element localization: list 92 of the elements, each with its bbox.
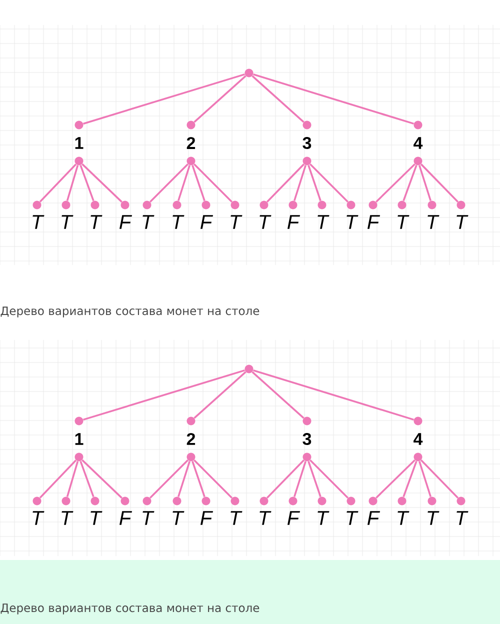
outcome-letter: T (142, 511, 154, 525)
outcome-letter: T (260, 215, 272, 229)
outcome-letter: F (200, 511, 214, 525)
tree-branch (252, 73, 414, 125)
outcome-letter: T (318, 511, 330, 525)
outcome-letter: T (230, 511, 242, 525)
option-number: 4 (414, 433, 423, 445)
outcome-letter: T (428, 511, 440, 525)
outcome-letter: T (230, 215, 242, 229)
tree-branch (402, 460, 418, 498)
tree-branch (150, 164, 188, 202)
outcome-letter: F (120, 215, 132, 229)
tree-branch (252, 371, 304, 419)
tree-dot (244, 68, 254, 78)
tree-branch (310, 164, 348, 202)
outcome-letter: F (200, 215, 214, 229)
option-number: 4 (414, 137, 423, 149)
tree-branch (293, 164, 306, 202)
outcome-letter: F (288, 511, 300, 525)
tree-dot (414, 416, 422, 426)
outcome-letter: T (346, 215, 358, 229)
outcome-letter: T (398, 511, 410, 525)
tree-branch (376, 459, 416, 499)
option-number: 2 (186, 433, 196, 445)
tree-branch (310, 460, 348, 498)
tree-dot (74, 416, 84, 426)
tree-branch (80, 460, 94, 498)
option-number: 3 (302, 136, 312, 150)
outcome-letter: T (90, 511, 102, 525)
caption: Дерево вариантов состава монет на столе (0, 604, 260, 614)
tree-branch (293, 460, 306, 498)
outcome-letter: F (120, 511, 132, 525)
tree-branch (252, 75, 304, 123)
tree-branch (177, 460, 190, 498)
outcome-letter: T (62, 215, 74, 229)
tree-branch (194, 371, 246, 419)
tree-branch (39, 460, 77, 498)
tree-dot (244, 364, 254, 374)
tree-branch (402, 164, 418, 202)
tree-branch (66, 165, 79, 201)
tree-branch (82, 163, 122, 203)
tree-branch (418, 460, 432, 498)
tree-branch (194, 75, 246, 123)
tree-branch (66, 461, 79, 497)
tree-branch (192, 460, 206, 498)
tree-branch (150, 460, 188, 498)
tree-branch (83, 369, 245, 421)
outcome-letter: T (32, 215, 44, 229)
outcome-letter: T (172, 215, 184, 229)
tree-branch (252, 369, 414, 421)
option-number: 3 (302, 432, 312, 446)
caption: Дерево вариантов состава монет на столе (0, 306, 260, 318)
outcome-letter: T (318, 215, 330, 229)
outcome-letter: T (346, 511, 358, 525)
tree-branch (80, 164, 94, 202)
tree-branch (82, 459, 122, 499)
outcome-letter: T (90, 215, 102, 229)
tree-branch (420, 460, 459, 498)
tree-dot (414, 120, 422, 130)
outcome-letter: F (368, 215, 380, 229)
outcome-letter: T (260, 511, 272, 525)
tree-branch (194, 460, 232, 498)
tree-branch (266, 460, 305, 498)
tree-branch (376, 163, 416, 203)
tree-branch (266, 164, 305, 202)
tree-branch (308, 460, 322, 498)
tree-dot (186, 120, 196, 130)
tree-branch (83, 73, 245, 125)
outcome-letter: T (456, 511, 468, 525)
tree-branch (420, 164, 459, 202)
tree-branch (194, 164, 232, 202)
outcome-letter: T (32, 511, 44, 525)
option-number: 1 (75, 433, 84, 445)
tree-branch (192, 164, 206, 202)
tree-dot (74, 120, 84, 130)
tree-branch (418, 164, 432, 202)
outcome-letter: T (172, 511, 184, 525)
outcome-letter: T (398, 215, 410, 229)
tree-dot (302, 416, 312, 426)
tree-branch (177, 164, 190, 202)
option-number: 2 (186, 137, 196, 149)
outcome-letter: T (62, 511, 74, 525)
outcome-letter: F (288, 215, 300, 229)
outcome-letter: T (428, 215, 440, 229)
tree-dot (186, 416, 196, 426)
outcome-letter: T (456, 215, 468, 229)
outcome-letter: F (368, 511, 380, 525)
option-number: 1 (75, 137, 84, 149)
tree-dot (302, 120, 312, 130)
outcome-letter: T (142, 215, 154, 229)
tree-branch (308, 164, 322, 202)
tree-branch (39, 164, 77, 202)
